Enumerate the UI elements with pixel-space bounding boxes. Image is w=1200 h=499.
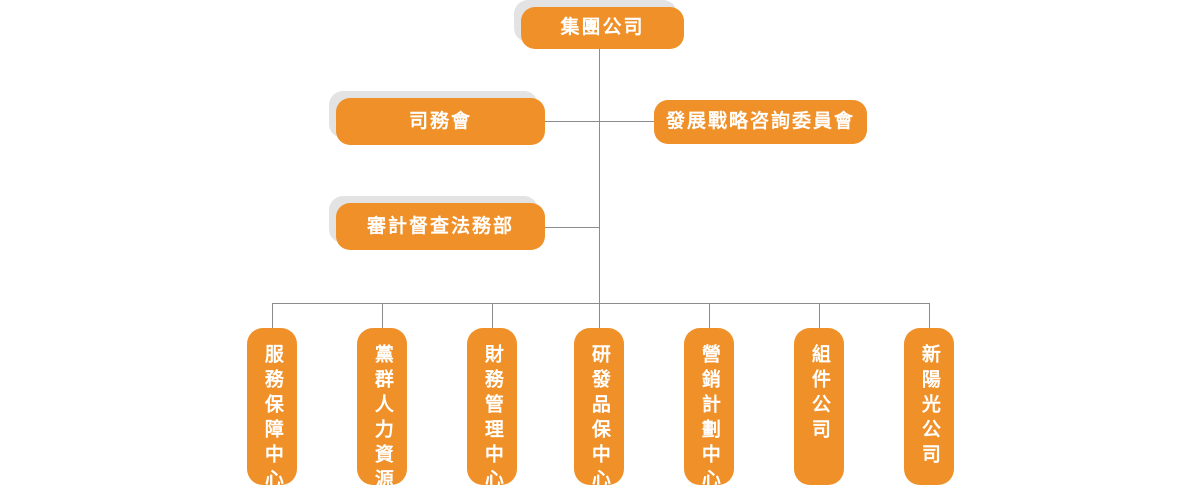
node-body: 黨群人力資源中心 (357, 328, 407, 499)
node-department-7[interactable]: 新陽光公司 (904, 328, 954, 485)
connector-level3-left (545, 227, 599, 228)
department-drop-4 (599, 303, 600, 328)
node-executive-board[interactable]: 司務會 (329, 91, 545, 145)
node-department-6[interactable]: 組件公司 (794, 328, 844, 485)
connector-level2-left (545, 121, 599, 122)
node-body: 集團公司 (521, 7, 684, 49)
node-department-2[interactable]: 黨群人力資源中心 (357, 328, 407, 499)
node-group-company[interactable]: 集團公司 (514, 0, 684, 49)
node-body: 新陽光公司 (904, 328, 954, 485)
node-department-3[interactable]: 財務管理中心 (467, 328, 517, 494)
department-bus-line (272, 303, 930, 304)
department-drop-7 (929, 303, 930, 328)
node-label: 組件公司 (808, 344, 831, 444)
node-body: 服務保障中心 (247, 328, 297, 494)
node-body: 研發品保中心 (574, 328, 624, 494)
node-label: 集團公司 (560, 16, 645, 39)
node-label: 營銷計劃中心 (698, 344, 721, 494)
department-drop-2 (382, 303, 383, 328)
node-body: 審計督查法務部 (336, 203, 545, 250)
node-body: 司務會 (336, 98, 545, 145)
node-label: 研發品保中心 (588, 344, 611, 494)
node-department-4[interactable]: 研發品保中心 (574, 328, 624, 494)
node-body: 營銷計劃中心 (684, 328, 734, 494)
node-body: 發展戰略咨詢委員會 (654, 100, 867, 144)
department-drop-6 (819, 303, 820, 328)
connector-level2-right (599, 121, 654, 122)
node-label: 司務會 (408, 109, 472, 132)
department-drop-1 (272, 303, 273, 328)
node-label: 發展戰略咨詢委員會 (665, 110, 855, 133)
node-department-5[interactable]: 營銷計劃中心 (684, 328, 734, 494)
node-label: 黨群人力資源中心 (371, 344, 394, 499)
node-department-1[interactable]: 服務保障中心 (247, 328, 297, 494)
node-label: 財務管理中心 (481, 344, 504, 494)
node-development-strategy-committee[interactable]: 發展戰略咨詢委員會 (654, 100, 867, 144)
department-drop-5 (709, 303, 710, 328)
node-label: 審計督查法務部 (366, 214, 514, 237)
node-body: 財務管理中心 (467, 328, 517, 494)
node-body: 組件公司 (794, 328, 844, 485)
node-label: 服務保障中心 (261, 344, 284, 494)
department-drop-3 (492, 303, 493, 328)
node-audit-supervision-legal-department[interactable]: 審計督查法務部 (329, 196, 545, 250)
trunk-line-root-to-bus (599, 48, 600, 303)
node-label: 新陽光公司 (918, 344, 941, 469)
